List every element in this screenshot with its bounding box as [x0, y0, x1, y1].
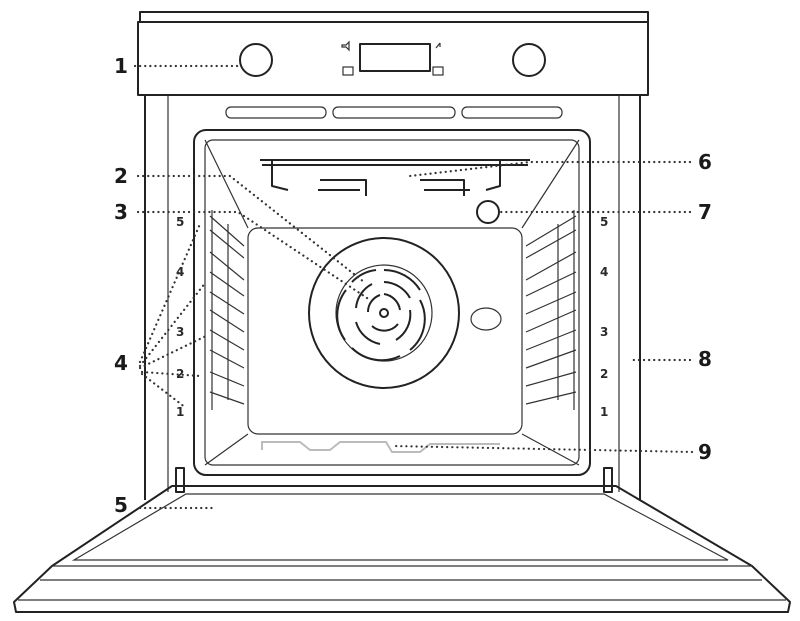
callout-5: 5	[114, 493, 128, 517]
vent-slot-left	[225, 106, 327, 119]
right-shelf-label-5: 5	[600, 215, 608, 229]
grill-heating-element	[260, 159, 530, 196]
leader-lines	[133, 64, 694, 510]
callout-4: 4	[114, 351, 128, 375]
oven-light	[476, 200, 500, 224]
light-icon	[435, 42, 441, 49]
left-shelf-label-5: 5	[176, 215, 184, 229]
callout-6: 6	[698, 150, 712, 174]
sound-icon	[341, 40, 350, 52]
oven-cavity-frame	[193, 129, 591, 476]
cavity-perspective	[204, 139, 580, 466]
right-shelf-label-1: 1	[600, 405, 608, 419]
left-shelf-label-3: 3	[176, 325, 184, 339]
right-control-knob[interactable]	[512, 43, 546, 77]
left-control-knob[interactable]	[239, 43, 273, 77]
left-shelf-label-4: 4	[176, 265, 184, 279]
callout-2: 2	[114, 164, 128, 188]
oven-cavity	[204, 139, 580, 466]
left-door-hinge	[175, 467, 185, 493]
probe-socket	[470, 307, 502, 331]
control-panel	[137, 21, 649, 96]
right-door-hinge	[603, 467, 613, 493]
callout-9: 9	[698, 440, 712, 464]
callout-1: 1	[114, 54, 128, 78]
circular-fan	[308, 237, 460, 389]
right-shelf-label-2: 2	[600, 367, 608, 381]
vent-slot-center	[332, 106, 456, 119]
callout-7: 7	[698, 200, 712, 224]
left-touch-button[interactable]	[342, 66, 354, 76]
oven-back-wall	[247, 227, 523, 435]
callout-3: 3	[114, 200, 128, 224]
oven-top-trim	[139, 11, 649, 23]
lower-heating-element	[261, 441, 500, 453]
oven-inner-frame	[167, 95, 620, 492]
vent-slot-right	[461, 106, 563, 119]
oven-door-inner	[71, 493, 729, 561]
callout-8: 8	[698, 347, 712, 371]
right-shelf-rails	[525, 210, 577, 410]
left-shelf-label-2: 2	[176, 367, 184, 381]
display-screen	[359, 43, 431, 72]
right-shelf-label-3: 3	[600, 325, 608, 339]
left-shelf-label-1: 1	[176, 405, 184, 419]
right-shelf-label-4: 4	[600, 265, 608, 279]
oven-body	[144, 95, 641, 500]
oven-door	[13, 485, 791, 613]
left-shelf-rails	[209, 210, 245, 410]
oven-door-edge	[18, 565, 786, 601]
right-touch-button[interactable]	[432, 66, 444, 76]
